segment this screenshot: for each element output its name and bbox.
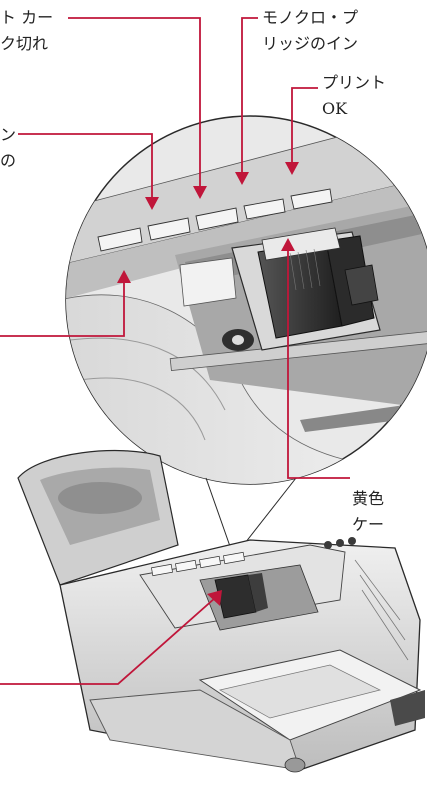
carriage-stop [179,257,237,307]
leader-print-ok [291,87,318,165]
cartridge-latch [261,227,341,261]
panel-button-2 [147,217,191,241]
panel-button-1 [97,227,143,252]
leader-lines [0,17,350,685]
leader-color-ink [68,17,201,190]
printer-body [17,449,425,773]
callout-color-ink-line1: ト カー [0,8,54,27]
arrow-color-ink [193,186,207,199]
leader-cartridge-lower [0,597,216,685]
callout-mono-cartridge: モノクロ・プ リッジのイン [262,5,358,57]
arrow-mono [235,172,249,185]
carriage-rail [169,330,427,371]
arrow-print-ok [285,162,299,175]
panel-button-4 [243,198,286,220]
magnified-view [65,115,427,485]
callout-print-ok: プリント OK [322,70,386,122]
arrowheads [117,162,299,606]
callout-color-ink-line2: ク切れ [0,34,49,53]
magnifier-cone [205,477,297,553]
callout-left-mid-line1: ン [0,125,17,144]
callout-yellow-line2: ケー [352,515,385,534]
leader-left-mid [18,133,153,200]
arrow-cartridge-lower [207,590,222,606]
leader-mono [241,17,258,175]
callout-yellow: 黄色 ケー [352,486,384,538]
panel-button-5 [290,188,333,210]
callout-yellow-line1: 黄色 [352,489,385,508]
lid-underside [66,175,427,300]
arrow-yellow [281,238,295,251]
callout-mono-line2: リッジのイン [262,34,359,53]
callout-mono-line1: モノクロ・プ [262,8,359,27]
panel-button-3 [195,207,239,231]
callout-color-ink: ト カー ク切れ [0,5,53,57]
leader-yellow [287,248,350,479]
callout-print-ok-line2: OK [322,99,348,118]
arrow-resume [117,270,131,283]
callout-left-mid-line2: の [0,151,17,170]
leader-resume [0,280,125,337]
callout-left-mid: ン の [0,122,16,174]
tray-extension-tab [390,690,425,726]
callout-print-ok-line1: プリント [322,73,387,92]
front-panel [89,689,301,771]
printer-foot [284,757,306,773]
arrow-left-mid [145,197,159,210]
